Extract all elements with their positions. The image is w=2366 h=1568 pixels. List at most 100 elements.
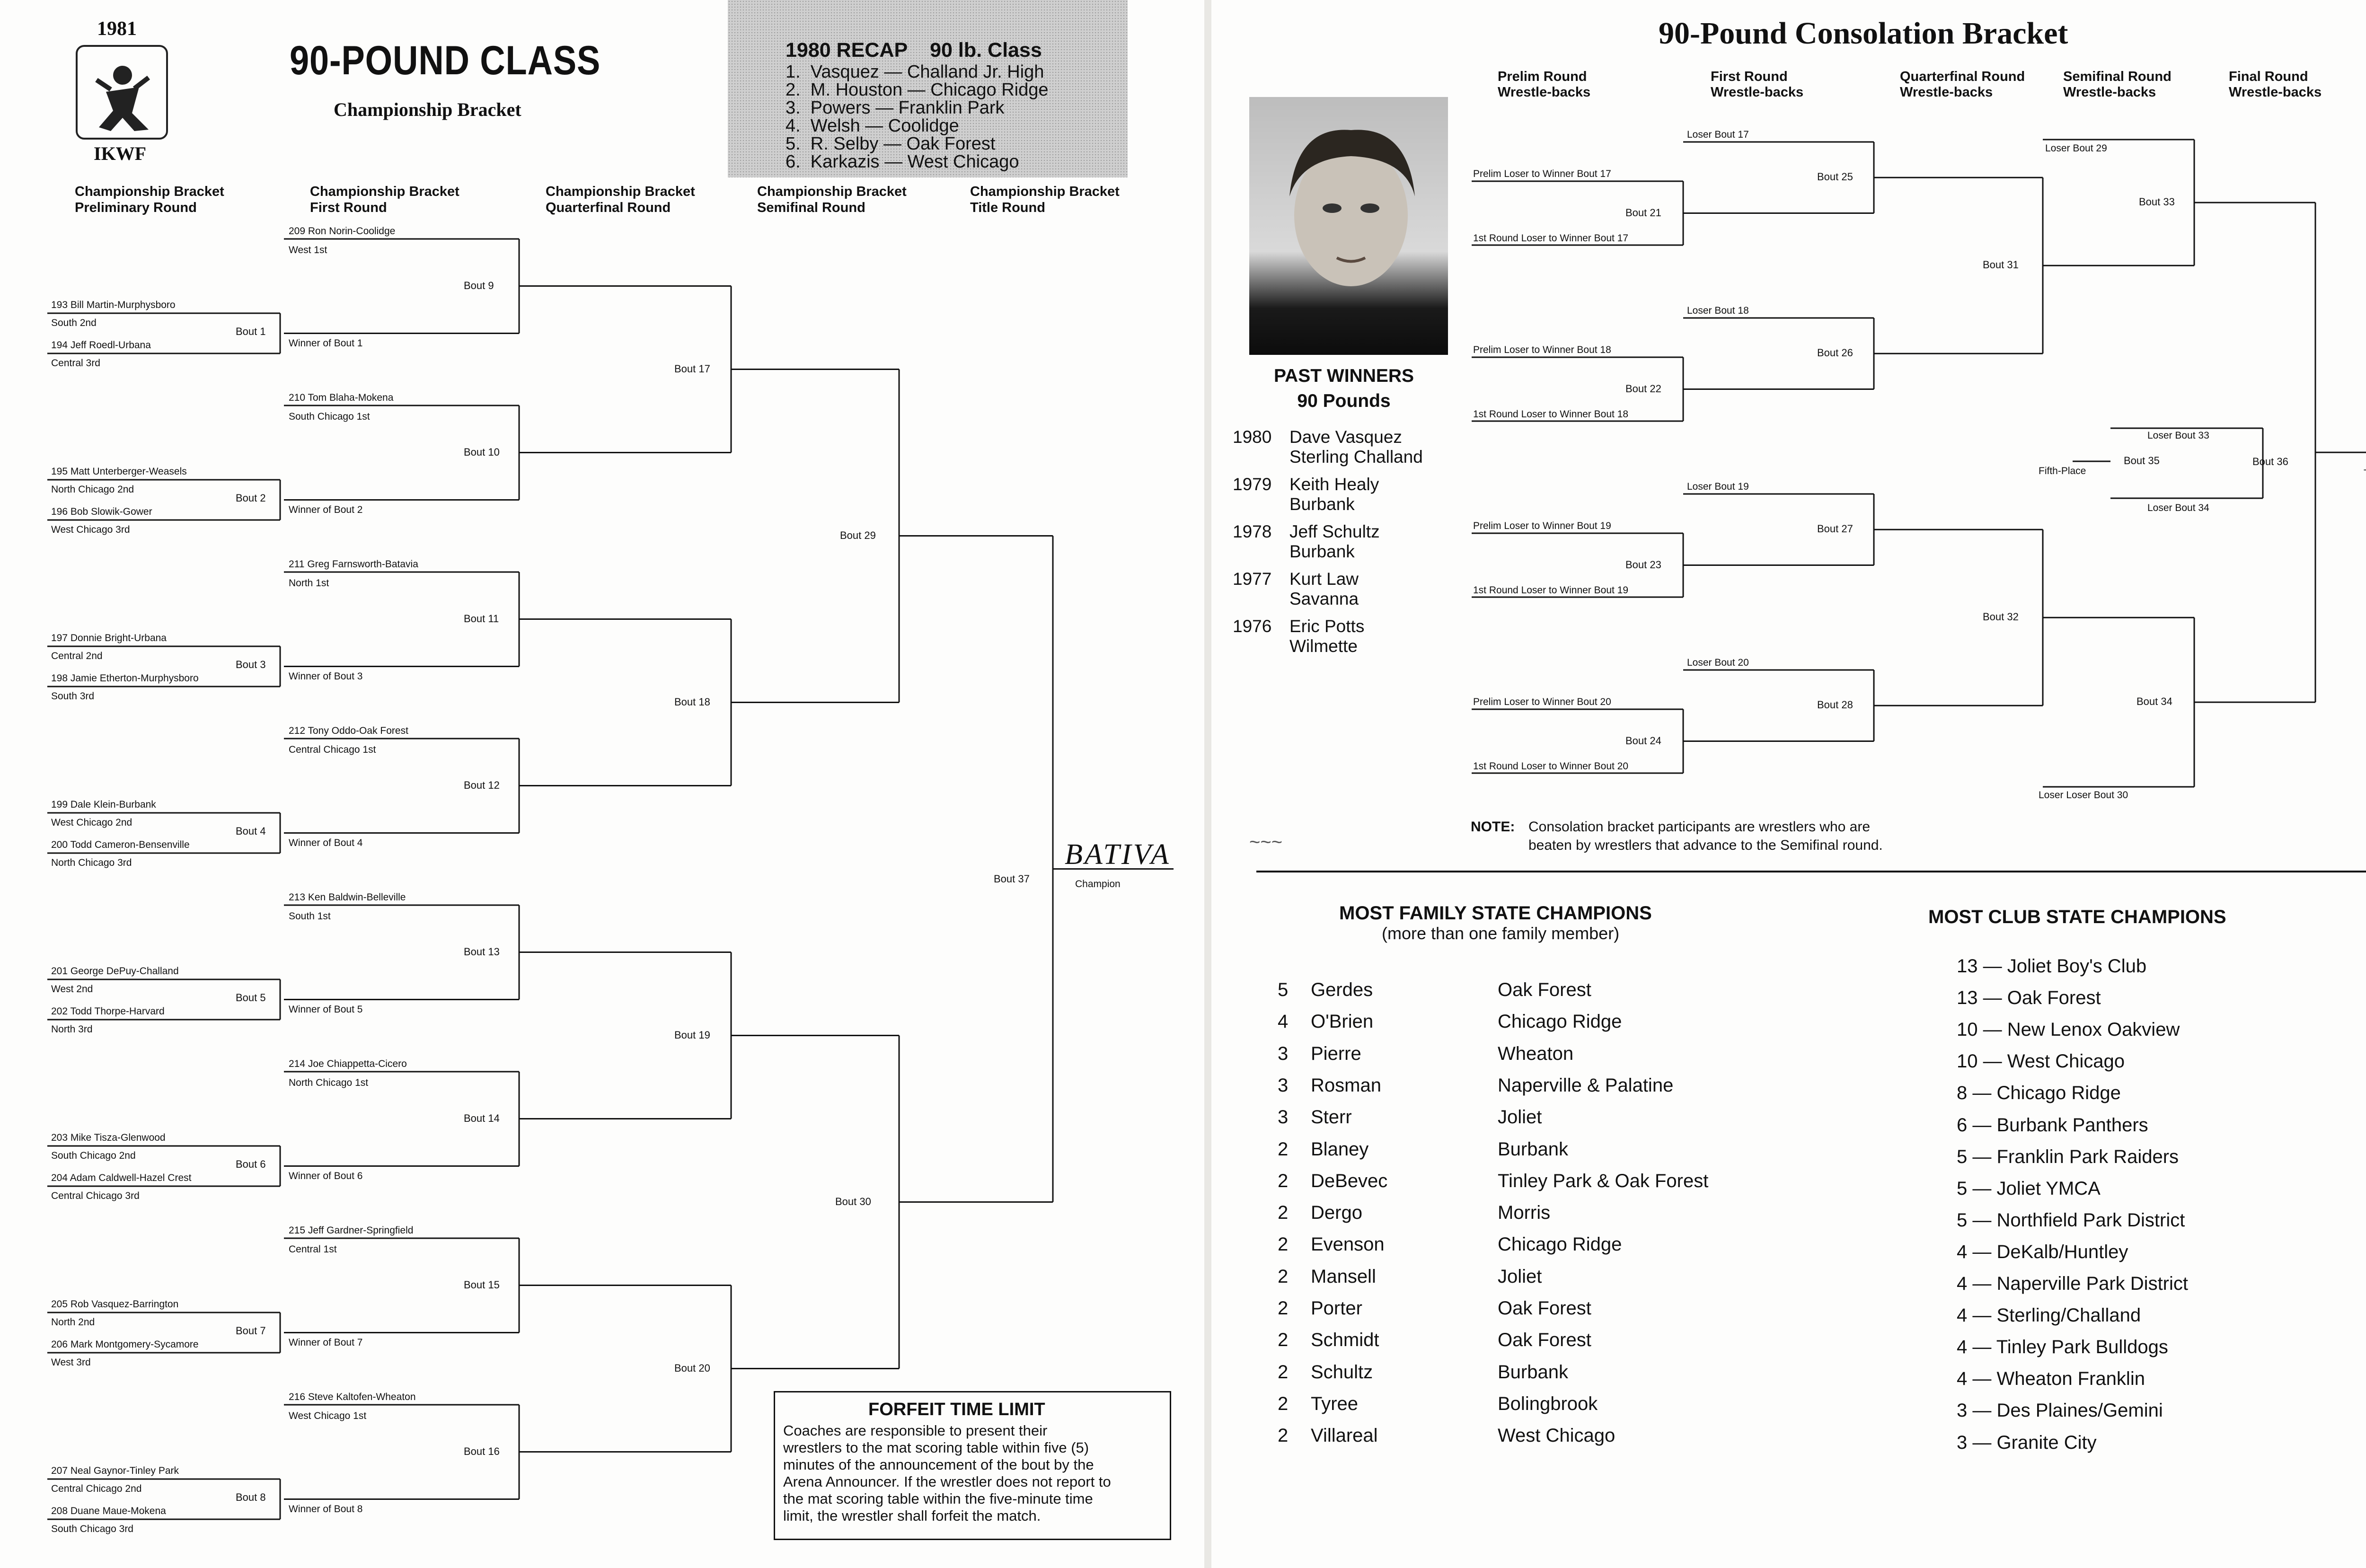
family-name: Evenson	[1311, 1234, 1385, 1255]
forfeit-line: Arena Announcer. If the wrestler does no…	[783, 1473, 1111, 1490]
prelim-region: West 2nd	[51, 984, 93, 995]
winner-of-bout: Winner of Bout 2	[289, 504, 363, 515]
page-title: 90-POUND CLASS	[290, 38, 601, 83]
round-header: Wrestle-backs	[2063, 85, 2156, 100]
round-header: Quarterfinal Round	[546, 200, 671, 215]
past-winner-name: Eric Potts	[1289, 617, 1365, 636]
recap-line: 2. M. Houston — Chicago Ridge	[786, 80, 1049, 100]
prelim-region: South Chicago 3rd	[51, 1524, 133, 1534]
family-count: 5	[1278, 979, 1289, 1000]
family-title: MOST FAMILY STATE CHAMPIONS	[1339, 903, 1652, 924]
family-count: 2	[1278, 1393, 1289, 1414]
family-subtitle: (more than one family member)	[1382, 924, 1620, 943]
club-row: 4 — DeKalb/Huntley	[1957, 1241, 2128, 1262]
seed-wrestler: 214 Joe Chiappetta-Cicero	[289, 1058, 407, 1069]
family-count: 3	[1278, 1107, 1289, 1128]
round-header: Preliminary Round	[75, 200, 197, 215]
round-header: Final Round	[2229, 69, 2308, 84]
recap-line: 4. Welsh — Coolidge	[786, 116, 959, 136]
handwritten-scribble: ~~~	[1249, 832, 1283, 853]
prelim-bout-label: Bout 4	[236, 825, 266, 837]
prelim-wrestler: 207 Neal Gaynor-Tinley Park	[51, 1465, 179, 1476]
page-title: 90-Pound Consolation Bracket	[1659, 16, 2068, 51]
prelim-wrestler: 206 Mark Montgomery-Sycamore	[51, 1339, 199, 1350]
forfeit-line: the mat scoring table within the five-mi…	[783, 1490, 1093, 1507]
prelim-region: North 2nd	[51, 1317, 95, 1328]
family-count: 2	[1278, 1266, 1289, 1287]
cons-quarter-bout: Bout 31	[1983, 259, 2019, 271]
club-row: 4 — Sterling/Challand	[1957, 1305, 2141, 1326]
family-name: O'Brien	[1311, 1011, 1374, 1032]
family-count: 3	[1278, 1075, 1289, 1096]
club-row: 4 — Tinley Park Bulldogs	[1957, 1337, 2168, 1358]
round-header: Semifinal Round	[757, 200, 865, 215]
past-winner-club: Burbank	[1289, 542, 1355, 561]
family-club: Oak Forest	[1498, 1330, 1591, 1351]
cons-bout-label: Bout 22	[1625, 382, 1661, 395]
past-winner-year: 1978	[1233, 522, 1272, 541]
past-winner-name: Keith Healy	[1289, 475, 1379, 494]
cons-prelim-entry: Prelim Loser to Winner Bout 19	[1473, 520, 1611, 531]
club-row: 3 — Granite City	[1957, 1432, 2097, 1453]
seed-wrestler: 210 Tom Blaha-Mokena	[289, 392, 394, 403]
past-winner-club: Burbank	[1289, 494, 1355, 514]
past-winner-year: 1980	[1233, 427, 1272, 447]
past-winner-photo	[1249, 97, 1448, 355]
prelim-wrestler: 200 Todd Cameron-Bensenville	[51, 839, 190, 850]
cons-semi-bout: Bout 33	[2139, 196, 2175, 208]
family-count: 2	[1278, 1138, 1289, 1160]
round-header: First Round	[1711, 69, 1788, 84]
cons-bout-label: Bout 21	[1625, 206, 1661, 219]
family-club: Naperville & Palatine	[1498, 1075, 1674, 1096]
round-header: Championship Bracket	[757, 184, 907, 199]
forfeit-line: minutes of the announcement of the bout …	[783, 1456, 1094, 1473]
prelim-bout-label: Bout 7	[236, 1324, 266, 1337]
quarter-bout-label: Bout 19	[674, 1029, 710, 1041]
page-subtitle: Championship Bracket	[334, 99, 521, 120]
cons-bout-label: Bout 26	[1817, 347, 1853, 359]
seed-wrestler: 212 Tony Oddo-Oak Forest	[289, 725, 408, 736]
forfeit-line: limit, the wrestler shall forfeit the ma…	[783, 1507, 1041, 1524]
fifth-top-entry: Loser Bout 33	[2147, 430, 2209, 441]
cons-quarter-bout: Bout 32	[1983, 611, 2019, 623]
forfeit-line: wrestlers to the mat scoring table withi…	[783, 1439, 1089, 1456]
family-club: Tinley Park & Oak Forest	[1498, 1170, 1709, 1191]
club-title: MOST CLUB STATE CHAMPIONS	[1928, 907, 2226, 927]
winner-of-bout: Winner of Bout 4	[289, 837, 363, 848]
ikwf-logo	[76, 45, 168, 140]
seed-region: West Chicago 1st	[289, 1410, 367, 1421]
seed-wrestler: 216 Steve Kaltofen-Wheaton	[289, 1392, 416, 1402]
first-round-bout-label: Bout 13	[464, 945, 500, 958]
prelim-region: North Chicago 2nd	[51, 484, 134, 495]
family-club: West Chicago	[1498, 1425, 1616, 1446]
cons-prelim-entry: 1st Round Loser to Winner Bout 19	[1473, 585, 1629, 596]
cons-bout-label: Bout 27	[1817, 523, 1853, 535]
prelim-wrestler: 205 Rob Vasquez-Barrington	[51, 1299, 179, 1310]
family-club: Oak Forest	[1498, 979, 1591, 1000]
fifth-bottom-entry: Loser Bout 34	[2147, 502, 2209, 513]
past-winner-club: Wilmette	[1289, 636, 1358, 656]
seed-wrestler: 211 Greg Farnsworth-Batavia	[289, 559, 418, 570]
semi-bout-label: Bout 30	[835, 1195, 871, 1207]
family-name: Mansell	[1311, 1266, 1376, 1287]
portrait-icon	[1289, 130, 1415, 286]
prelim-region: South 3rd	[51, 691, 95, 702]
club-row: 10 — West Chicago	[1957, 1051, 2125, 1072]
champion-label: Champion	[1075, 879, 1121, 890]
club-row: 8 — Chicago Ridge	[1957, 1083, 2121, 1104]
prelim-region: North Chicago 3rd	[51, 857, 132, 868]
family-name: Blaney	[1311, 1138, 1369, 1160]
cons-bout-label: Bout 28	[1817, 699, 1853, 711]
family-club: Oak Forest	[1498, 1298, 1591, 1319]
past-winner-year: 1979	[1233, 475, 1272, 494]
seed-region: Central Chicago 1st	[289, 744, 376, 755]
prelim-region: West Chicago 3rd	[51, 524, 130, 535]
prelim-wrestler: 201 George DePuy-Challand	[51, 966, 179, 977]
prelim-region: Central Chicago 2nd	[51, 1483, 142, 1494]
winner-of-bout: Winner of Bout 7	[289, 1337, 363, 1348]
prelim-bout-label: Bout 6	[236, 1158, 266, 1170]
prelim-wrestler: 199 Dale Klein-Burbank	[51, 799, 156, 810]
winner-of-bout: Winner of Bout 6	[289, 1170, 363, 1181]
third-place-label: Third Place	[2364, 468, 2366, 478]
note-label: NOTE:	[1471, 819, 1515, 835]
